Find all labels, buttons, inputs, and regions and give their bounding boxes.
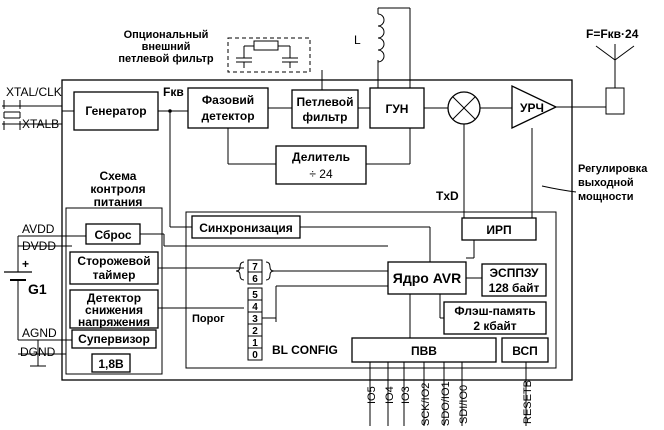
supervisor-block [71, 329, 157, 349]
power-control-line1: Регулировка [578, 163, 648, 175]
output-frequency: F=Fкв·24 [586, 27, 639, 41]
pvv-label: ПВВ [411, 344, 437, 358]
battery-plus: + [22, 257, 29, 271]
vref-label: 1,8В [98, 357, 124, 371]
sync-label: Синхронизация [199, 221, 293, 235]
pvv-block [351, 337, 497, 363]
irp-label: ИРП [486, 223, 511, 237]
vco-block [369, 87, 425, 129]
pin-avdd: AVDD [22, 222, 55, 236]
pin-dvdd: DVDD [22, 239, 56, 253]
brownout-line2: снижения [85, 303, 143, 317]
vref-block [91, 353, 131, 373]
divider-block [275, 145, 367, 185]
pa-amplifier [511, 84, 558, 130]
external-loop-filter [227, 37, 311, 73]
pin-sdi-io0: SDI/IO0 [458, 385, 470, 424]
crystal-symbol [2, 100, 62, 130]
config-bit-1: 1 [252, 338, 258, 349]
watchdog-line2: таймер [93, 268, 136, 282]
divider-label: Делитель [292, 150, 350, 164]
flash-block [443, 301, 547, 335]
pin-agnd: AGND [22, 326, 57, 340]
battery-symbol [4, 262, 46, 367]
antenna-icon [595, 44, 635, 88]
watchdog-block [69, 251, 159, 285]
pin-io5: IO5 [366, 386, 378, 404]
flash-line2: 2 кбайт [473, 319, 516, 333]
power-title-line2: контроля [90, 182, 145, 196]
avr-core-block [387, 261, 467, 295]
power-title-line3: питания [94, 195, 143, 209]
pin-io3: IO3 [400, 386, 412, 404]
ext-filter-caption-1: Опциональный [124, 29, 209, 41]
power-control-section [65, 207, 163, 375]
config-bit-cells [247, 259, 263, 361]
ext-filter-caption-2: внешний [142, 41, 191, 53]
brownout-block [69, 289, 159, 329]
config-bit-0: 0 [252, 350, 258, 361]
phase-detector-line1: Фазовий [202, 93, 254, 107]
watchdog-line1: Сторожевой [77, 254, 150, 268]
divider-value: ÷ 24 [309, 167, 333, 181]
brownout-line1: Детектор [87, 291, 141, 305]
ext-filter-caption-3: петлевой фильтр [118, 53, 214, 65]
loop-filter-line1: Петлевой [297, 95, 354, 109]
bl-config-label: BL CONFIG [272, 343, 338, 357]
power-control-line3: мощности [578, 191, 633, 203]
mixer-symbol [447, 91, 481, 125]
chip-outline [61, 79, 573, 381]
eeprom-line1: ЭСППЗУ [490, 266, 540, 280]
config-bit-2: 2 [252, 326, 258, 337]
external-filter-components [236, 40, 298, 68]
eeprom-block [481, 263, 547, 297]
vsp-block [501, 337, 549, 363]
pin-io4: IO4 [384, 386, 396, 404]
vsp-label: ВСП [512, 344, 538, 358]
eeprom-line2: 128 байт [489, 281, 540, 295]
digital-section [185, 211, 557, 369]
threshold-label: Порог [192, 313, 225, 325]
reset-label: Сброс [94, 228, 131, 242]
avr-core-label: Ядро AVR [393, 270, 461, 286]
phase-detector-line2: детектор [201, 109, 254, 123]
pin-sck-io2: SCK/IO2 [420, 383, 432, 426]
vco-label: ГУН [386, 102, 409, 116]
power-control-line2: выходной [578, 177, 634, 189]
pin-xtalb: XTALB [22, 117, 59, 131]
brownout-line3: напряжения [78, 315, 150, 329]
loop-filter-block [291, 89, 359, 129]
battery-label: G1 [28, 281, 47, 297]
fref-label: Fкв [163, 85, 184, 99]
supervisor-label: Супервизор [78, 332, 150, 346]
loop-filter-line2: фильтр [302, 110, 347, 124]
config-bit-6: 6 [252, 274, 258, 285]
pin-resetb: RESETB [522, 380, 534, 424]
flash-line1: Флэш-память [454, 304, 535, 318]
config-bit-7: 7 [252, 262, 258, 273]
config-bit-4: 4 [252, 302, 258, 313]
irp-block [461, 217, 537, 241]
pa-label: УРЧ [520, 101, 544, 115]
inductor-label: L [354, 33, 361, 47]
config-bit-5: 5 [252, 290, 258, 301]
config-bit-3: 3 [252, 314, 258, 325]
io-pin-lines [369, 362, 527, 426]
generator-label: Генератор [85, 104, 146, 118]
inductor-symbol [377, 7, 411, 88]
txd-label: TxD [436, 189, 459, 203]
power-title-line1: Схема [100, 169, 137, 183]
pin-sdo-io1: SDO/IO1 [440, 381, 452, 426]
pin-xtal-clk: XTAL/CLK [6, 85, 62, 99]
